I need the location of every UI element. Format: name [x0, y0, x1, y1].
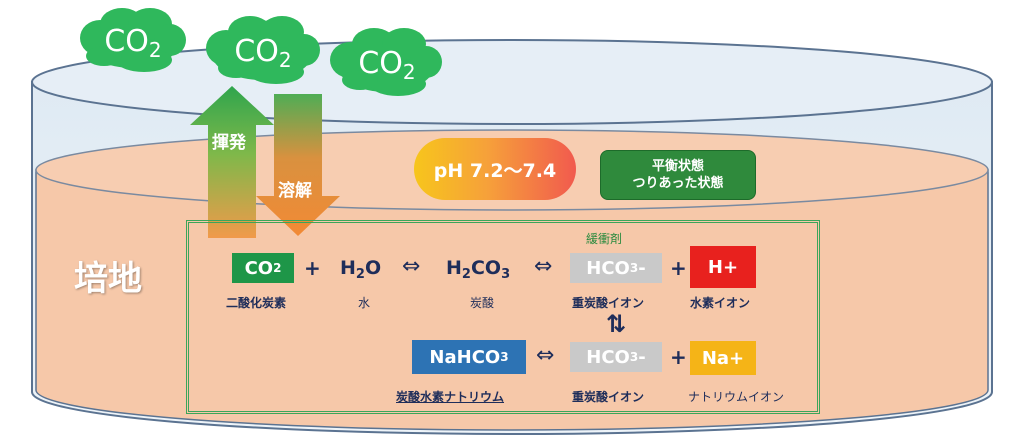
equilibrium-line-1: 平衡状態	[651, 159, 704, 174]
volatilize-label: 揮発	[212, 133, 246, 153]
equilibrium-arrow: ⇔	[536, 343, 555, 368]
dissolve-label: 溶解	[278, 181, 312, 201]
equilibrium-arrow: ⇔	[402, 254, 421, 279]
equilibrium-arrow: ⇔	[534, 254, 553, 279]
bicarbonate-caption-2: 重炭酸イオン	[572, 390, 645, 404]
equilibrium-box: 平衡状態 つりあった状態	[600, 150, 756, 200]
cloud-2	[206, 16, 320, 84]
plus-sign: +	[670, 256, 687, 280]
co2-caption: 二酸化炭素	[226, 296, 287, 310]
medium-label: 培地	[74, 259, 142, 299]
cloud-3	[330, 28, 442, 96]
plus-sign: +	[670, 345, 687, 369]
sodium-ion-chip: Na+	[690, 341, 756, 375]
plus-sign: +	[304, 256, 321, 280]
sodium-ion-caption: ナトリウムイオン	[688, 390, 785, 404]
h2co3-caption: 炭酸	[470, 296, 495, 310]
volatilize-arrow	[190, 86, 274, 238]
h2o-caption: 水	[358, 296, 371, 310]
cloud-2-label: CO2	[234, 34, 292, 72]
reaction-panel	[186, 220, 820, 414]
hydrogen-ion-chip: H+	[690, 246, 756, 288]
cloud-1	[80, 8, 186, 72]
hydrogen-ion-caption: 水素イオン	[690, 296, 751, 310]
equilibrium-line-2: つりあった状態	[632, 176, 724, 191]
buffer-label: 緩衝剤	[586, 232, 623, 246]
cloud-1-label: CO2	[104, 24, 162, 62]
h2o-formula: H2O	[340, 257, 382, 282]
cloud-3-label: CO2	[358, 46, 416, 84]
sodium-bicarbonate-caption: 炭酸水素ナトリウム	[396, 390, 505, 404]
dissolve-arrow	[256, 94, 340, 236]
bicarbonate-caption: 重炭酸イオン	[572, 296, 645, 310]
vertical-exchange-arrows: ⇅	[606, 310, 627, 338]
ph-range-badge: pH 7.2～7.4	[414, 138, 576, 200]
h2co3-formula: H2CO3	[446, 257, 511, 282]
